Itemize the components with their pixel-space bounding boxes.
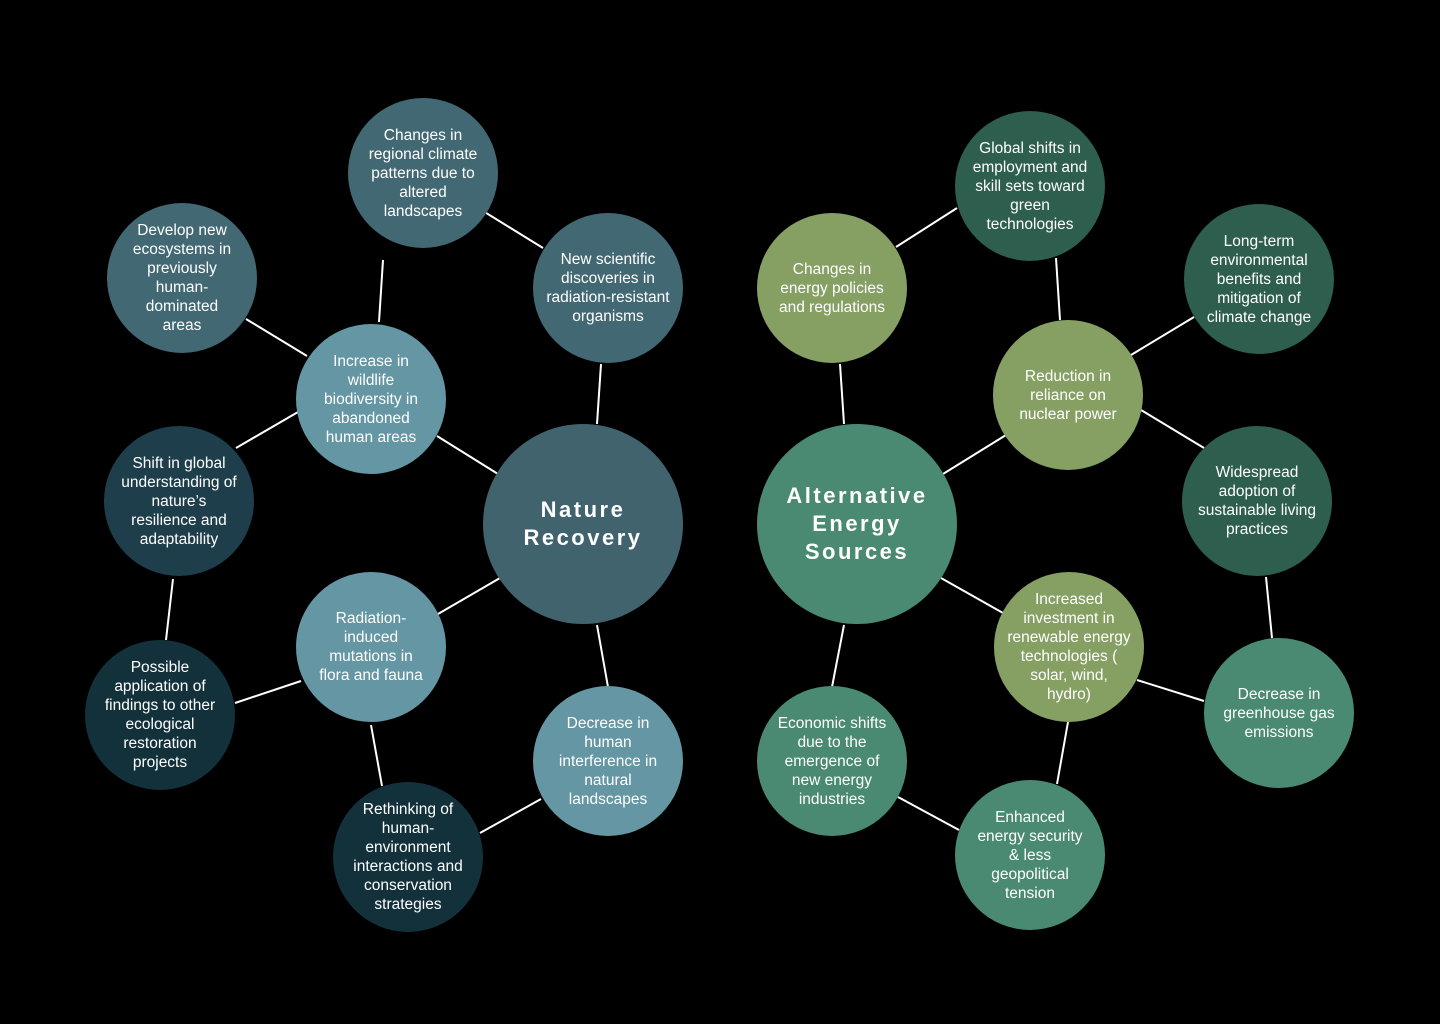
node-label: Changes in energy policies and regulatio…	[779, 260, 885, 316]
link-left-n8-hub	[596, 624, 609, 688]
environmental-benefits-node: Long-term environmental benefits and mit…	[1184, 204, 1334, 354]
node-label: New scientific discoveries in radiation-…	[546, 251, 670, 325]
node-label: Changes in regional climate patterns due…	[368, 126, 478, 220]
alternative-energy-hub-node: Alternative Energy Sources	[757, 424, 957, 624]
link-left-n4-n5	[235, 411, 299, 449]
link-left-hub-n6	[437, 577, 501, 615]
node-label: Economic shifts due to the emergence of …	[777, 714, 887, 808]
nature-resilience-node: Shift in global understanding of nature’…	[104, 426, 254, 576]
decrease-human-interference-node: Decrease in human interference in natura…	[533, 686, 683, 836]
wildlife-biodiversity-node: Increase in wildlife biodiversity in aba…	[296, 324, 446, 474]
link-right-n8-n9	[897, 796, 960, 831]
node-label: Increased investment in renewable energy…	[1007, 591, 1131, 703]
link-left-n4-n3	[245, 318, 308, 357]
node-label: Increase in wildlife biodiversity in aba…	[324, 352, 418, 446]
nuclear-reduction-node: Reduction in reliance on nuclear power	[993, 320, 1143, 470]
link-right-n4-n3	[1130, 316, 1195, 356]
node-label: Nature Recovery	[523, 497, 643, 550]
node-label: Possible application of findings to othe…	[104, 659, 216, 771]
new-ecosystems-node: Develop new ecosystems in previously hum…	[107, 203, 257, 353]
nature-recovery-hub-node: Nature Recovery	[483, 424, 683, 624]
radiation-mutations-node: Radiation- induced mutations in flora an…	[296, 572, 446, 722]
link-right-n6-n9	[1056, 721, 1069, 785]
link-right-n5-n7	[1265, 576, 1273, 639]
node-label: Develop new ecosystems in previously hum…	[132, 222, 232, 334]
energy-policies-node: Changes in energy policies and regulatio…	[757, 213, 907, 363]
node-label: Decrease in human interference in natura…	[558, 714, 658, 808]
link-left-hub-n4	[436, 435, 499, 475]
link-right-hub-n8	[831, 624, 845, 688]
node-label: Long-term environmental benefits and mit…	[1206, 232, 1312, 326]
renewable-investment-node: Increased investment in renewable energy…	[994, 572, 1144, 722]
node-label: Rethinking of human- environment interac…	[353, 801, 463, 913]
link-right-n2-hub	[839, 363, 845, 425]
link-right-n6-n7	[1136, 679, 1205, 702]
scientific-discoveries-node: New scientific discoveries in radiation-…	[533, 213, 683, 363]
link-right-hub-n4	[942, 434, 1007, 475]
employment-shifts-node: Global shifts in employment and skill se…	[955, 111, 1105, 261]
link-right-n2-n1	[895, 207, 958, 248]
economic-shifts-node: Economic shifts due to the emergence of …	[757, 686, 907, 836]
link-left-n6-n9	[370, 724, 383, 787]
link-right-n1-n4	[1055, 257, 1061, 321]
regional-climate-node: Changes in regional climate patterns due…	[348, 98, 498, 248]
node-label: Decrease in greenhouse gas emissions	[1223, 685, 1335, 741]
link-right-hub-n6	[940, 577, 1004, 614]
node-label: Enhanced energy security & less geopolit…	[977, 808, 1083, 902]
link-left-n5-n7	[165, 578, 174, 641]
link-left-n1-n2	[482, 210, 544, 249]
greenhouse-emissions-node: Decrease in greenhouse gas emissions	[1204, 638, 1354, 788]
node-label: Alternative Energy Sources	[786, 483, 928, 564]
sustainable-living-node: Widespread adoption of sustainable livin…	[1182, 426, 1332, 576]
link-right-n4-n5	[1140, 409, 1205, 449]
rethinking-interactions-node: Rethinking of human- environment interac…	[333, 782, 483, 932]
link-left-n4-n1	[378, 259, 384, 323]
restoration-projects-node: Possible application of findings to othe…	[85, 640, 235, 790]
link-left-n2-hub	[596, 363, 602, 425]
link-left-n6-n7	[234, 680, 302, 704]
node-label: Shift in global understanding of nature’…	[121, 454, 237, 548]
node-label: Widespread adoption of sustainable livin…	[1197, 464, 1317, 538]
link-left-n9-n8	[479, 798, 542, 834]
node-label: Radiation- induced mutations in flora an…	[319, 610, 423, 684]
node-label: Reduction in reliance on nuclear power	[1019, 367, 1117, 423]
energy-security-node: Enhanced energy security & less geopolit…	[955, 780, 1105, 930]
node-label: Global shifts in employment and skill se…	[972, 139, 1088, 233]
